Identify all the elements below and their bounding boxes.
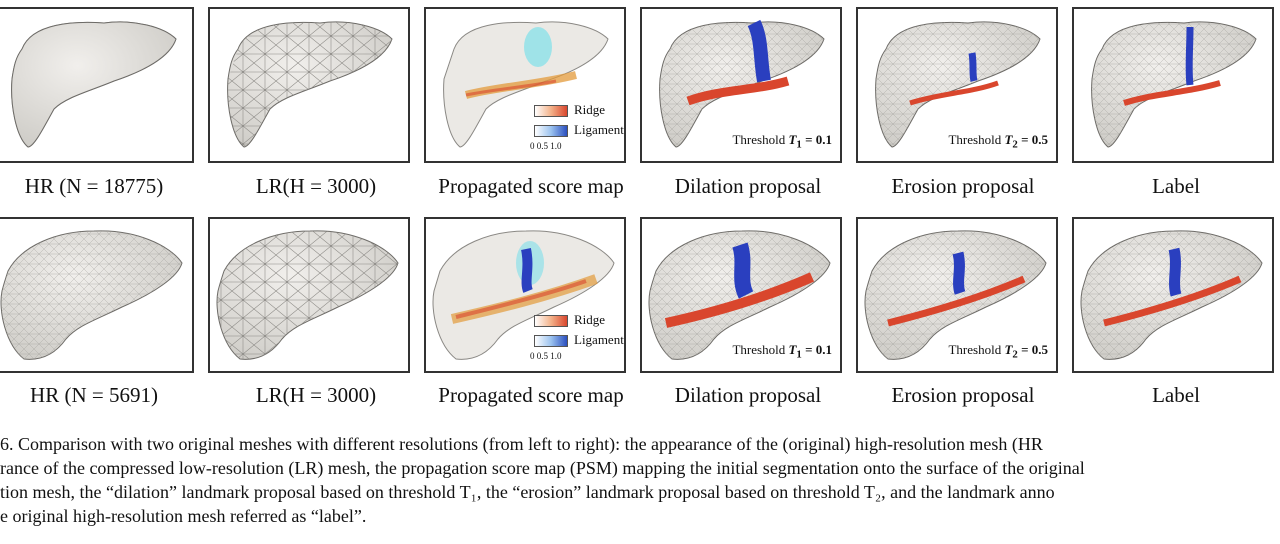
panel-hr-row1 <box>0 7 194 163</box>
panel-label-row1 <box>1072 7 1274 163</box>
panel-caption: HR (N = 5691) <box>30 383 158 407</box>
threshold-label: Threshold T1 = 0.1 <box>732 132 832 151</box>
legend-ticks: 0 0.5 1.0 <box>530 351 562 361</box>
panel-erosion-row2: Threshold T2 = 0.5 <box>856 217 1058 373</box>
panel-caption: LR(H = 3000) <box>255 383 377 407</box>
liver-erosion-image <box>858 9 1058 163</box>
liver-mesh-image <box>0 9 194 163</box>
panel-psm-row1: Ridge Ligament 0 0.5 1.0 <box>424 7 626 163</box>
panel-caption: Label <box>1152 174 1200 198</box>
panel-caption: HR (N = 18775) <box>24 174 164 198</box>
liver-label-image <box>1074 9 1274 163</box>
legend-ligament-label: Ligament <box>574 122 624 137</box>
legend-ridge-label: Ridge <box>574 102 606 117</box>
panel-caption: Erosion proposal <box>891 383 1035 407</box>
liver-mesh-image <box>210 219 410 373</box>
panel-dilation-row2: Threshold T1 = 0.1 <box>640 217 842 373</box>
panel-erosion-row1: Threshold T2 = 0.5 <box>856 7 1058 163</box>
panel-caption: Label <box>1152 383 1200 407</box>
legend-ridge-label: Ridge <box>574 312 606 327</box>
panel-caption: Dilation proposal <box>674 383 822 407</box>
caption-line: tion mesh, the “dilation” landmark propo… <box>0 482 1055 502</box>
liver-score-map-image <box>432 230 615 360</box>
panel-dilation-row1: Threshold T1 = 0.1 <box>640 7 842 163</box>
liver-mesh-image <box>0 219 194 373</box>
panel-caption: Propagated score map <box>438 383 624 407</box>
liver-dilation-image <box>642 19 842 163</box>
liver-erosion-image <box>858 219 1058 373</box>
legend-ligament-label: Ligament <box>574 332 624 347</box>
threshold-label: Threshold T2 = 0.5 <box>948 342 1048 361</box>
caption-line: rance of the compressed low-resolution (… <box>0 458 1085 478</box>
ridge-swatch <box>534 105 568 117</box>
ligament-swatch <box>534 335 568 347</box>
panel-caption: LR(H = 3000) <box>255 174 377 198</box>
liver-score-map-image <box>443 21 609 148</box>
figure-caption: 6. Comparison with two original meshes w… <box>0 432 1280 528</box>
panel-lr-row2 <box>208 217 410 373</box>
legend-ticks: 0 0.5 1.0 <box>530 141 562 151</box>
panel-caption: Dilation proposal <box>674 174 822 198</box>
panel-caption: Propagated score map <box>438 174 624 198</box>
panel-hr-row2 <box>0 217 194 373</box>
liver-dilation-image <box>642 219 842 373</box>
caption-line: e original high-resolution mesh referred… <box>0 506 367 526</box>
ligament-swatch <box>534 125 568 137</box>
panel-lr-row1 <box>208 7 410 163</box>
ridge-swatch <box>534 315 568 327</box>
threshold-label: Threshold T2 = 0.5 <box>948 132 1048 151</box>
panel-psm-row2: Ridge Ligament 0 0.5 1.0 <box>424 217 626 373</box>
caption-line: 6. Comparison with two original meshes w… <box>0 434 1043 454</box>
panel-caption: Erosion proposal <box>891 174 1035 198</box>
liver-label-image <box>1074 219 1274 373</box>
panel-label-row2 <box>1072 217 1274 373</box>
threshold-label: Threshold T1 = 0.1 <box>732 342 832 361</box>
